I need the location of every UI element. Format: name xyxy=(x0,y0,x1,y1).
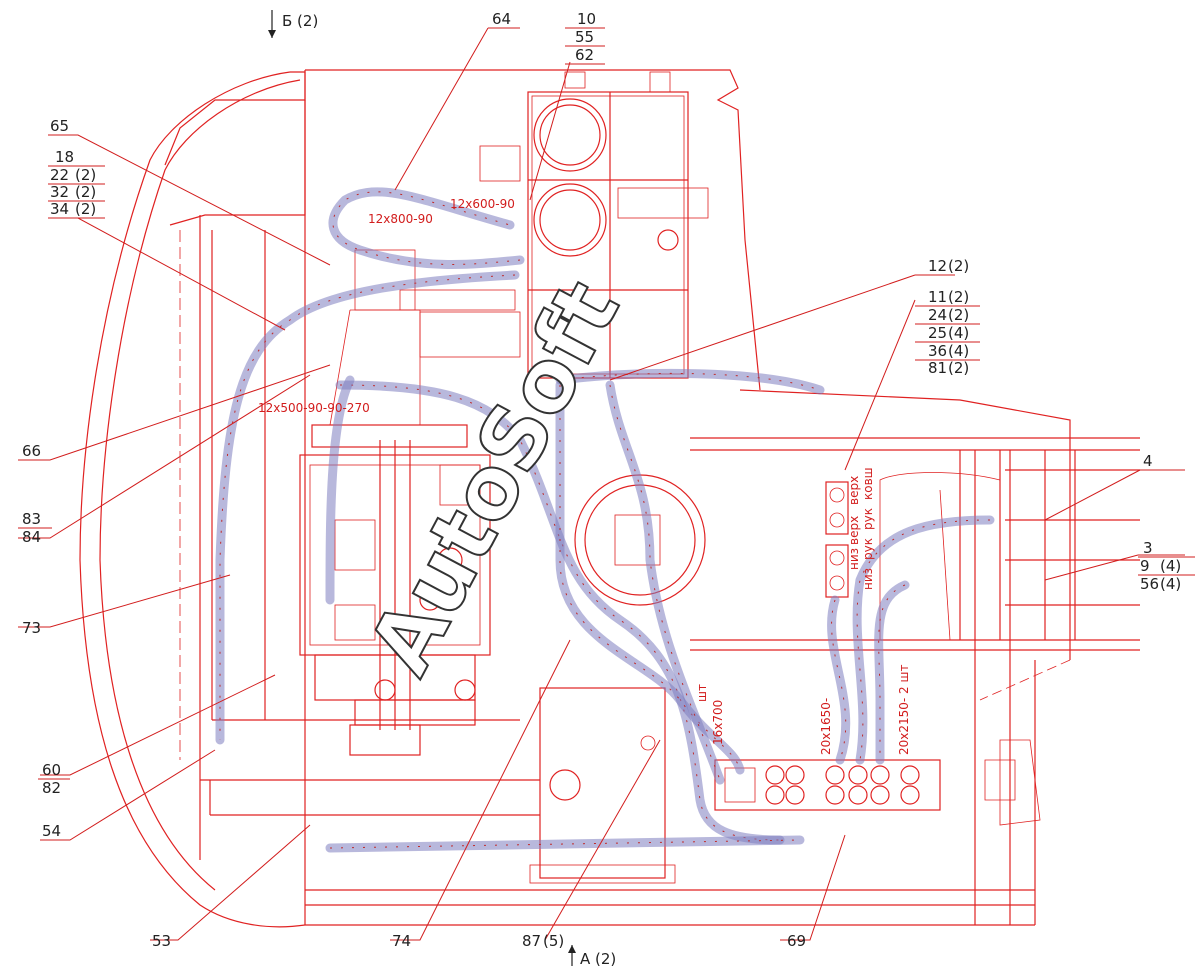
callout-60: 60 xyxy=(42,761,61,779)
control-valve xyxy=(714,759,941,811)
callout-32: 32 xyxy=(50,183,69,201)
callout-25: 25 xyxy=(928,324,947,342)
callout-25-qty: (4) xyxy=(948,324,969,342)
callout-34-qty: (2) xyxy=(75,200,96,218)
view-a-label: А (2) xyxy=(580,950,616,968)
callout-9: 9 xyxy=(1140,557,1150,575)
callout-4: 4 xyxy=(1143,452,1153,470)
callout-66: 66 xyxy=(22,442,41,460)
hose-label-12x800: 12x800-90 xyxy=(368,212,433,226)
callout-54: 54 xyxy=(42,822,61,840)
callout-12: 12 xyxy=(928,257,947,275)
watermark: AutoSoft xyxy=(350,265,639,689)
lower-tank xyxy=(529,687,676,884)
valve-label-ruk-1: рук xyxy=(861,508,875,530)
callout-36-qty: (4) xyxy=(948,342,969,360)
cab-outline xyxy=(79,69,1140,928)
valve-label-verh-2: верх xyxy=(847,516,861,545)
callout-36: 36 xyxy=(928,342,947,360)
leader-lines xyxy=(18,27,1185,941)
callout-74: 74 xyxy=(392,932,411,950)
callout-34: 34 xyxy=(50,200,69,218)
callout-83: 83 xyxy=(22,510,41,528)
view-b-label: Б (2) xyxy=(282,12,318,30)
callout-62: 62 xyxy=(575,46,594,64)
valve-label-kovsh: ковш xyxy=(861,467,875,500)
hose-label-20x1650: 20x1650- xyxy=(819,698,833,755)
callout-69: 69 xyxy=(787,932,806,950)
hose-label-sht: шт xyxy=(695,684,709,702)
valve-label-niz-1: низ xyxy=(847,548,861,570)
callout-87-qty: (5) xyxy=(543,932,564,950)
callout-24-qty: (2) xyxy=(948,306,969,324)
valve-label-ruk-2: рук xyxy=(861,538,875,560)
callout-81: 81 xyxy=(928,359,947,377)
engine xyxy=(299,424,491,756)
callout-64: 64 xyxy=(492,10,511,28)
valve-label-niz-2: низ xyxy=(861,568,875,590)
callout-24: 24 xyxy=(928,306,947,324)
callout-65: 65 xyxy=(50,117,69,135)
callout-84: 84 xyxy=(22,528,41,546)
hose-label-12x500: 12x500-90-90-270 xyxy=(258,401,370,415)
hose-label-12x600: 12x600-90 xyxy=(450,197,515,211)
hose-label-20x2150: 20x2150- 2 шт xyxy=(897,665,911,755)
hose-label-16x700: 16x700 xyxy=(711,700,725,745)
callout-3: 3 xyxy=(1143,539,1153,557)
joystick-valves xyxy=(825,481,849,598)
section-arrows xyxy=(268,10,576,966)
callout-18: 18 xyxy=(55,148,74,166)
callout-9-qty: (4) xyxy=(1160,557,1181,575)
callout-56-qty: (4) xyxy=(1160,575,1181,593)
callout-82: 82 xyxy=(42,779,61,797)
callout-55: 55 xyxy=(575,28,594,46)
callout-11: 11 xyxy=(928,288,947,306)
callout-22: 22 xyxy=(50,166,69,184)
callout-32-qty: (2) xyxy=(75,183,96,201)
callout-53: 53 xyxy=(152,932,171,950)
valve-label-verh-1: верх xyxy=(847,476,861,505)
hoses xyxy=(215,187,995,853)
callout-81-qty: (2) xyxy=(948,359,969,377)
callout-56: 56 xyxy=(1140,575,1159,593)
callout-87: 87 xyxy=(522,932,541,950)
callout-12-qty: (2) xyxy=(948,257,969,275)
callout-10: 10 xyxy=(577,10,596,28)
callout-22-qty: (2) xyxy=(75,166,96,184)
callout-73: 73 xyxy=(22,619,41,637)
callout-11-qty: (2) xyxy=(948,288,969,306)
